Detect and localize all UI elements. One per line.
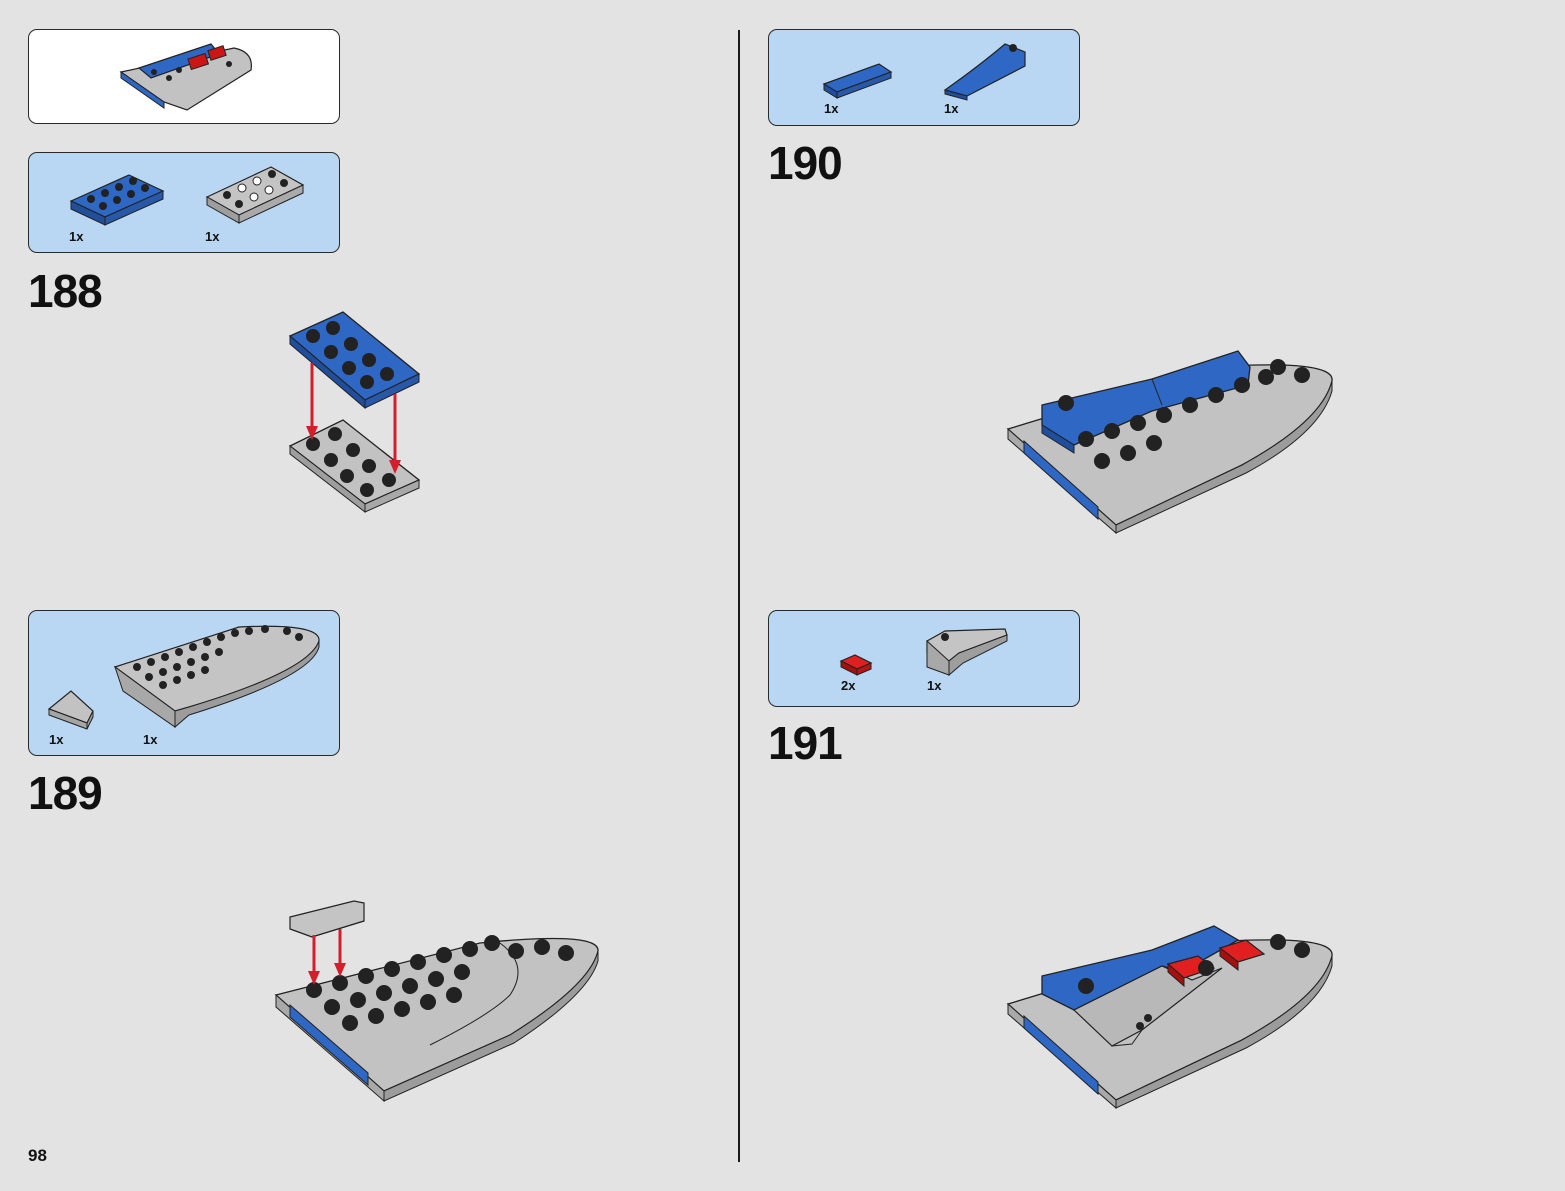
parts-callout-189-icons: [47, 625, 320, 730]
step-number-188: 188: [28, 265, 103, 317]
step-number-191: 191: [768, 717, 843, 769]
part-qty: 1x: [944, 101, 959, 116]
grey-slope-icon: [47, 690, 94, 730]
page-number: 98: [28, 1146, 47, 1165]
blue-curved-slope-icon: [943, 43, 1026, 101]
parts-callout-188-icons: [69, 166, 305, 226]
step-189-assembly-illustration: [274, 900, 599, 1103]
parts-callout-191: 2x 1x: [768, 610, 1080, 707]
grey-2x4-plate-icon: [205, 166, 305, 224]
submodel-preview-box: [28, 29, 340, 124]
parts-callout-189: 1x 1x: [28, 610, 340, 756]
grey-hull-section-icon: [113, 625, 320, 729]
part-qty: 2x: [841, 678, 856, 693]
parts-callout-188: 1x 1x: [28, 152, 340, 253]
part-qty: 1x: [824, 101, 839, 116]
part-qty: 1x: [49, 732, 64, 747]
part-qty: 1x: [205, 229, 220, 244]
page-divider: [738, 30, 740, 1162]
grey-wedge-icon: [926, 628, 1008, 677]
step-190-assembly-illustration: [1006, 350, 1333, 535]
parts-callout-190: 1x 1x: [768, 29, 1080, 126]
part-qty: 1x: [143, 732, 158, 747]
step-188-assembly-illustration: [288, 311, 421, 514]
parts-callout-191-icons: [839, 628, 1008, 677]
blue-2x4-plate-icon: [69, 174, 165, 226]
parts-callout-190-icons: [822, 43, 1026, 101]
red-1x1-tile-icon: [839, 654, 873, 676]
blue-tile-icon: [822, 63, 893, 99]
part-qty: 1x: [927, 678, 942, 693]
submodel-preview-icon: [119, 43, 252, 111]
step-number-190: 190: [768, 137, 843, 189]
step-number-189: 189: [28, 767, 103, 819]
step-191-assembly-illustration: [1006, 925, 1333, 1110]
part-qty: 1x: [69, 229, 84, 244]
